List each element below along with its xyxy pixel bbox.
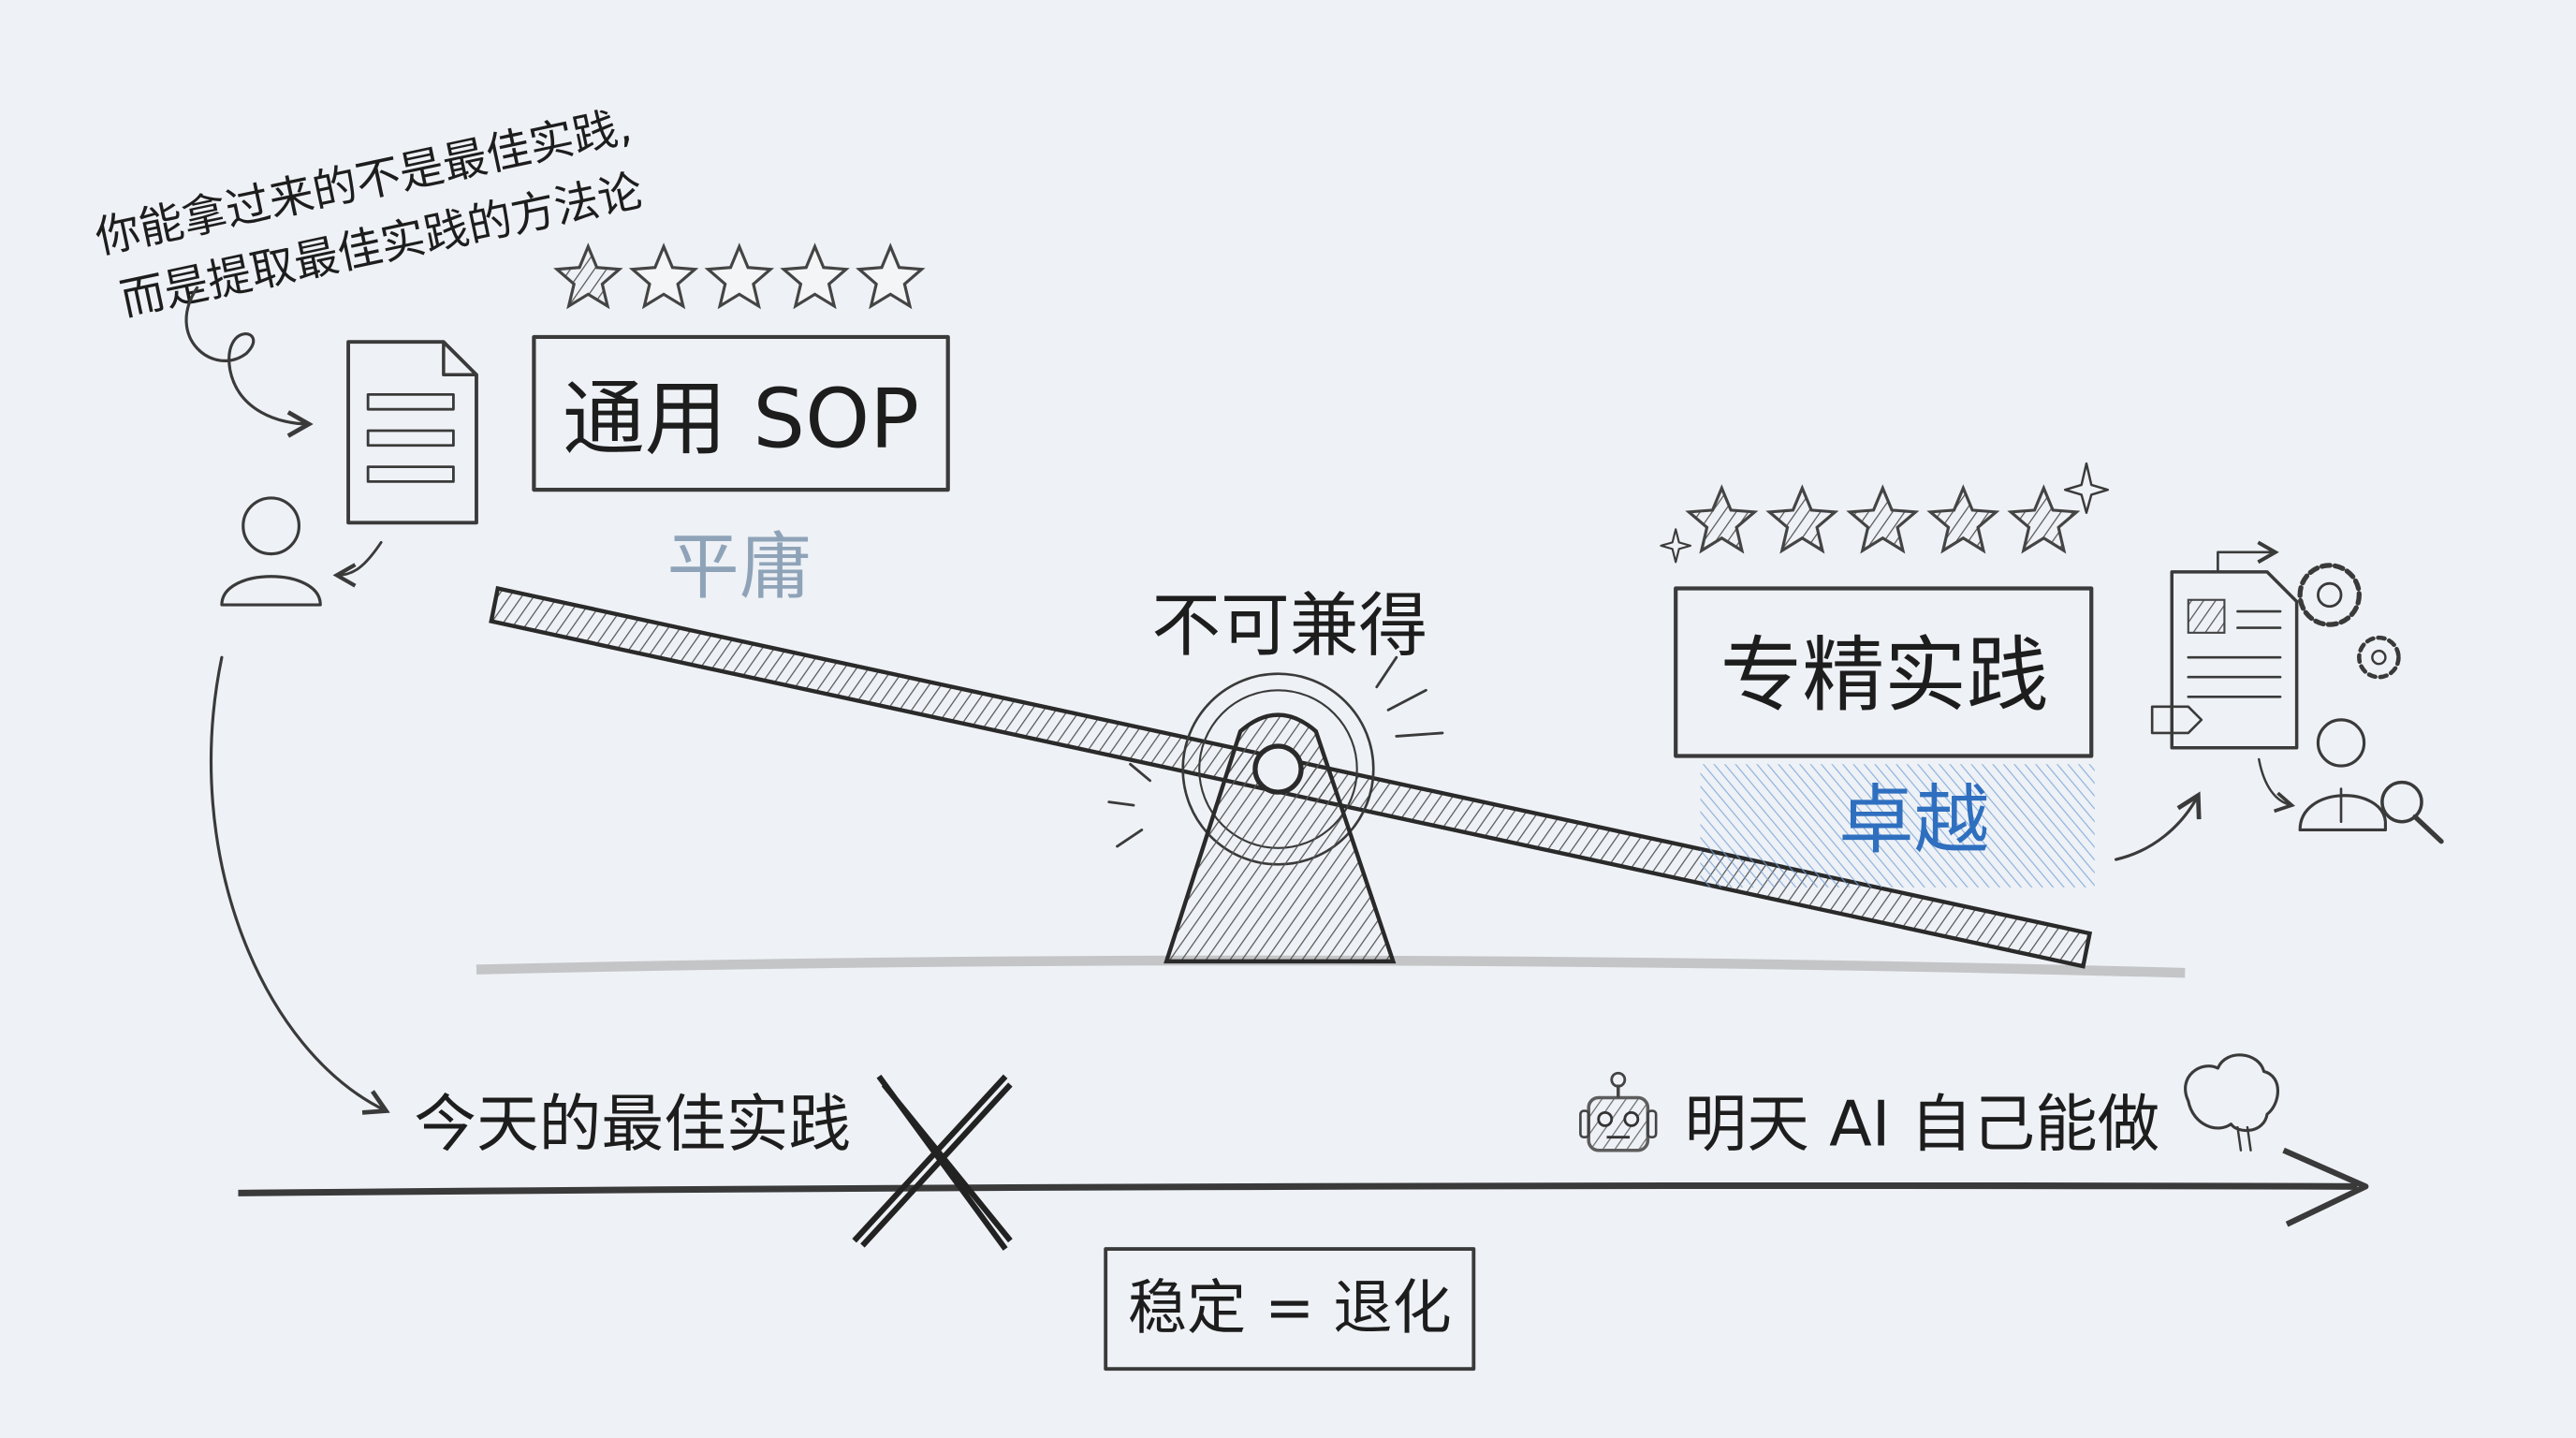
left-rating-stars: [553, 242, 926, 310]
excellence-arrow: [2114, 791, 2202, 861]
mediocre-label: 平庸: [667, 525, 812, 609]
annotation-arrow: [184, 286, 314, 438]
tomorrow-ai-label: 明天 AI 自己能做: [1685, 1087, 2160, 1160]
flow-arrow: [2258, 757, 2296, 814]
sparkle-icon: [2063, 462, 2110, 514]
star-empty-icon: [704, 242, 775, 310]
excellence-highlight: [1700, 764, 2095, 888]
specialized-practice-label: 专精实践: [1720, 627, 2049, 723]
specialized-practice-card: 专精实践: [1674, 586, 2094, 758]
process-document-gears-icon: [2150, 540, 2401, 750]
doc-to-person-arrow: [332, 540, 383, 588]
annotation-note: 你能拿过来的不是最佳实践, 而是提取最佳实践的方法论: [91, 100, 647, 326]
star-filled-icon: [1846, 484, 1920, 554]
right-rating-stars: [1685, 484, 2081, 554]
timeline-arrow: [238, 1147, 2369, 1227]
person-icon: [220, 496, 322, 607]
excellence-label: 卓越: [1838, 777, 1989, 865]
stability-equals-regression-label: 稳定 = 退化: [1128, 1272, 1452, 1342]
document-icon: [346, 340, 478, 525]
star-half-icon: [628, 242, 699, 310]
star-filled-icon: [1926, 484, 2000, 554]
today-best-practice-label: 今天的最佳实践: [414, 1087, 851, 1160]
generic-sop-label: 通用 SOP: [563, 372, 919, 467]
generic-sop-card: 通用 SOP: [532, 334, 950, 492]
trade-off-label: 不可兼得: [1151, 586, 1427, 666]
cross-out-icon: [852, 1074, 1013, 1251]
robot-icon: [1579, 1071, 1658, 1152]
star-filled-icon: [2007, 484, 2081, 554]
star-filled-icon: [553, 242, 623, 310]
star-empty-icon: [856, 242, 926, 310]
star-empty-icon: [780, 242, 850, 310]
person-to-today-arrow: [210, 655, 390, 1115]
expert-magnifier-icon: [2298, 718, 2444, 844]
brain-icon: [2184, 1053, 2279, 1152]
seesaw-fulcrum: [1107, 655, 1444, 964]
star-filled-icon: [1765, 484, 1839, 554]
conclusion-box: 稳定 = 退化: [1104, 1247, 1476, 1372]
sparkle-icon: [1660, 528, 1692, 564]
star-filled-icon: [1685, 484, 1759, 554]
